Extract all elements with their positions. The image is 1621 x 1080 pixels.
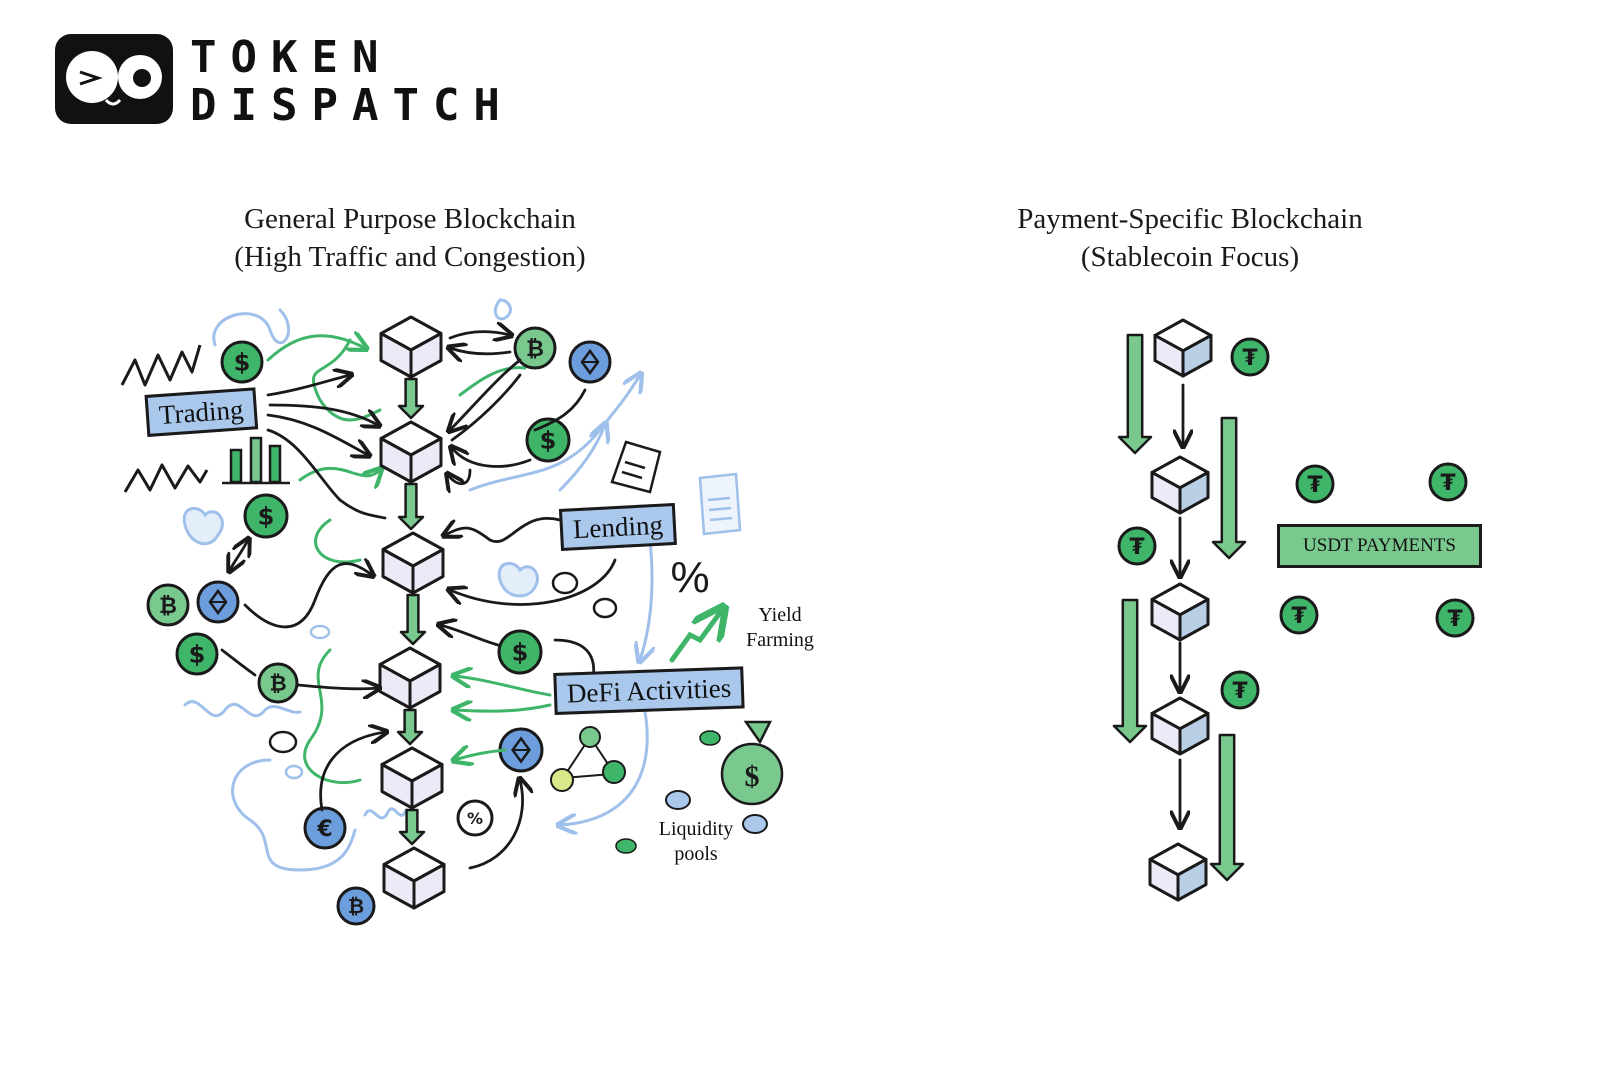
- tether-coin-2-glyph: ₮: [1307, 473, 1323, 498]
- left-block-3: [381, 531, 445, 595]
- percent-sign: %: [670, 553, 709, 602]
- right-panel-title: Payment-Specific Blockchain (Stablecoin …: [960, 200, 1420, 276]
- logo: [55, 34, 173, 124]
- left-block-chain: [378, 315, 446, 910]
- yield-farming-note: Yield Farming: [740, 603, 820, 653]
- left-block-5: [380, 746, 444, 810]
- right-block-4: [1150, 696, 1210, 756]
- left-block-connector-4: [396, 708, 424, 746]
- left-green-arrows: [455, 610, 722, 760]
- dollar-coin-5: $: [497, 629, 543, 675]
- tether-coin-1-glyph: ₮: [1242, 346, 1258, 371]
- payment-flow-arrow-3: [1112, 598, 1148, 744]
- percent-coin: %: [456, 799, 494, 837]
- bitcoin-coin-3: ₿: [257, 662, 299, 704]
- payment-flow-arrow-2: [1211, 416, 1247, 560]
- defi-activities-label: DeFi Activities: [553, 666, 745, 715]
- left-title-line-2: (High Traffic and Congestion): [234, 241, 586, 273]
- tether-coin-7-glyph: ₮: [1232, 679, 1248, 704]
- money-bag-icon: $: [720, 720, 784, 806]
- money-bag-glyph: $: [745, 760, 760, 793]
- right-arrows: [1180, 383, 1183, 826]
- document-icon: [610, 440, 662, 494]
- right-block-2: [1150, 455, 1210, 515]
- eth-coin-1: [568, 340, 612, 384]
- bitcoin-coin-4-glyph: ₿: [348, 894, 364, 918]
- tether-coin-3-glyph: ₮: [1440, 471, 1456, 496]
- dollar-coin-2-glyph: $: [540, 427, 557, 455]
- dollar-coin-1: $: [220, 340, 264, 384]
- dollar-coin-4-glyph: $: [189, 641, 206, 669]
- payment-flow-arrow-1: [1117, 333, 1153, 455]
- payment-flow-arrow-4: [1209, 733, 1245, 882]
- left-block-connector-2: [397, 482, 425, 531]
- usdt-payments-label: USDT PAYMENTS: [1277, 524, 1482, 568]
- euro-coin: €: [303, 806, 347, 850]
- dollar-coin-3: $: [243, 493, 289, 539]
- tether-coin-6: ₮: [1435, 598, 1475, 638]
- bitcoin-coin-2: ₿: [146, 583, 190, 627]
- right-block-3: [1150, 582, 1210, 642]
- right-tether-coins: ₮ ₮ ₮ ₮ ₮ ₮ ₮: [1117, 337, 1475, 710]
- tether-coin-1: ₮: [1230, 337, 1270, 377]
- brand-line-1: TOKEN: [190, 32, 393, 83]
- left-block-connector-1: [397, 377, 425, 420]
- left-block-6: [382, 846, 446, 910]
- tether-coin-5: ₮: [1279, 595, 1319, 635]
- right-block-1: [1153, 318, 1213, 378]
- tether-coin-4-glyph: ₮: [1129, 535, 1145, 560]
- dollar-coin-3-glyph: $: [258, 503, 275, 531]
- tether-coin-2: ₮: [1295, 464, 1335, 504]
- bitcoin-coin-1-glyph: ₿: [526, 337, 544, 362]
- liquidity-note-line-2: pools: [674, 843, 718, 865]
- right-title-line-2: (Stablecoin Focus): [1080, 241, 1300, 273]
- left-block-connector-5: [398, 808, 426, 846]
- left-block-1: [379, 315, 443, 379]
- liquidity-note-line-1: Liquidity: [658, 818, 734, 840]
- background-flows: [182, 298, 768, 872]
- trading-label: Trading: [144, 387, 258, 437]
- loan-document-icon: [698, 472, 742, 536]
- yield-note-line-1: Yield: [758, 604, 802, 626]
- right-block-chain: [1148, 318, 1213, 902]
- eth-coin-2: [196, 580, 240, 624]
- left-arrows: [220, 332, 617, 870]
- lending-label: Lending: [558, 502, 677, 551]
- percent-coin-glyph: %: [467, 809, 483, 828]
- dollar-coin-4: $: [175, 632, 219, 676]
- liquidity-pools-note: Liquidity pools: [650, 817, 742, 867]
- network-icon: [550, 726, 626, 792]
- brand-wordmark: TOKEN DISPATCH: [190, 34, 514, 130]
- yield-note-line-2: Farming: [746, 629, 814, 651]
- right-flow-arrows: [1112, 333, 1247, 882]
- bitcoin-coin-2-glyph: ₿: [159, 594, 177, 619]
- dollar-coin-1-glyph: $: [234, 349, 251, 377]
- euro-coin-glyph: €: [316, 817, 332, 842]
- dollar-coin-5-glyph: $: [512, 639, 529, 667]
- left-block-2: [379, 420, 443, 484]
- brand-line-2: DISPATCH: [190, 80, 514, 131]
- tether-coin-7: ₮: [1220, 670, 1260, 710]
- trading-zigzag-icon: [120, 344, 209, 493]
- left-block-connector-3: [399, 593, 427, 646]
- right-block-5: [1148, 842, 1208, 902]
- left-coins: $ ₿ $ $ ₿ $ ₿ $% € ₿: [146, 326, 612, 926]
- tether-coin-5-glyph: ₮: [1291, 604, 1307, 629]
- tether-coin-3: ₮: [1428, 462, 1468, 502]
- tether-coin-6-glyph: ₮: [1447, 607, 1463, 632]
- left-block-4: [378, 646, 442, 710]
- bar-chart-icon: [222, 436, 290, 485]
- bitcoin-coin-3-glyph: ₿: [269, 672, 286, 696]
- bitcoin-coin-4: ₿: [336, 886, 376, 926]
- left-panel-title: General Purpose Blockchain (High Traffic…: [170, 200, 650, 276]
- left-title-line-1: General Purpose Blockchain: [244, 203, 576, 235]
- right-title-line-1: Payment-Specific Blockchain: [1017, 203, 1363, 235]
- bitcoin-coin-1: ₿: [513, 326, 557, 370]
- tether-coin-4: ₮: [1117, 526, 1157, 566]
